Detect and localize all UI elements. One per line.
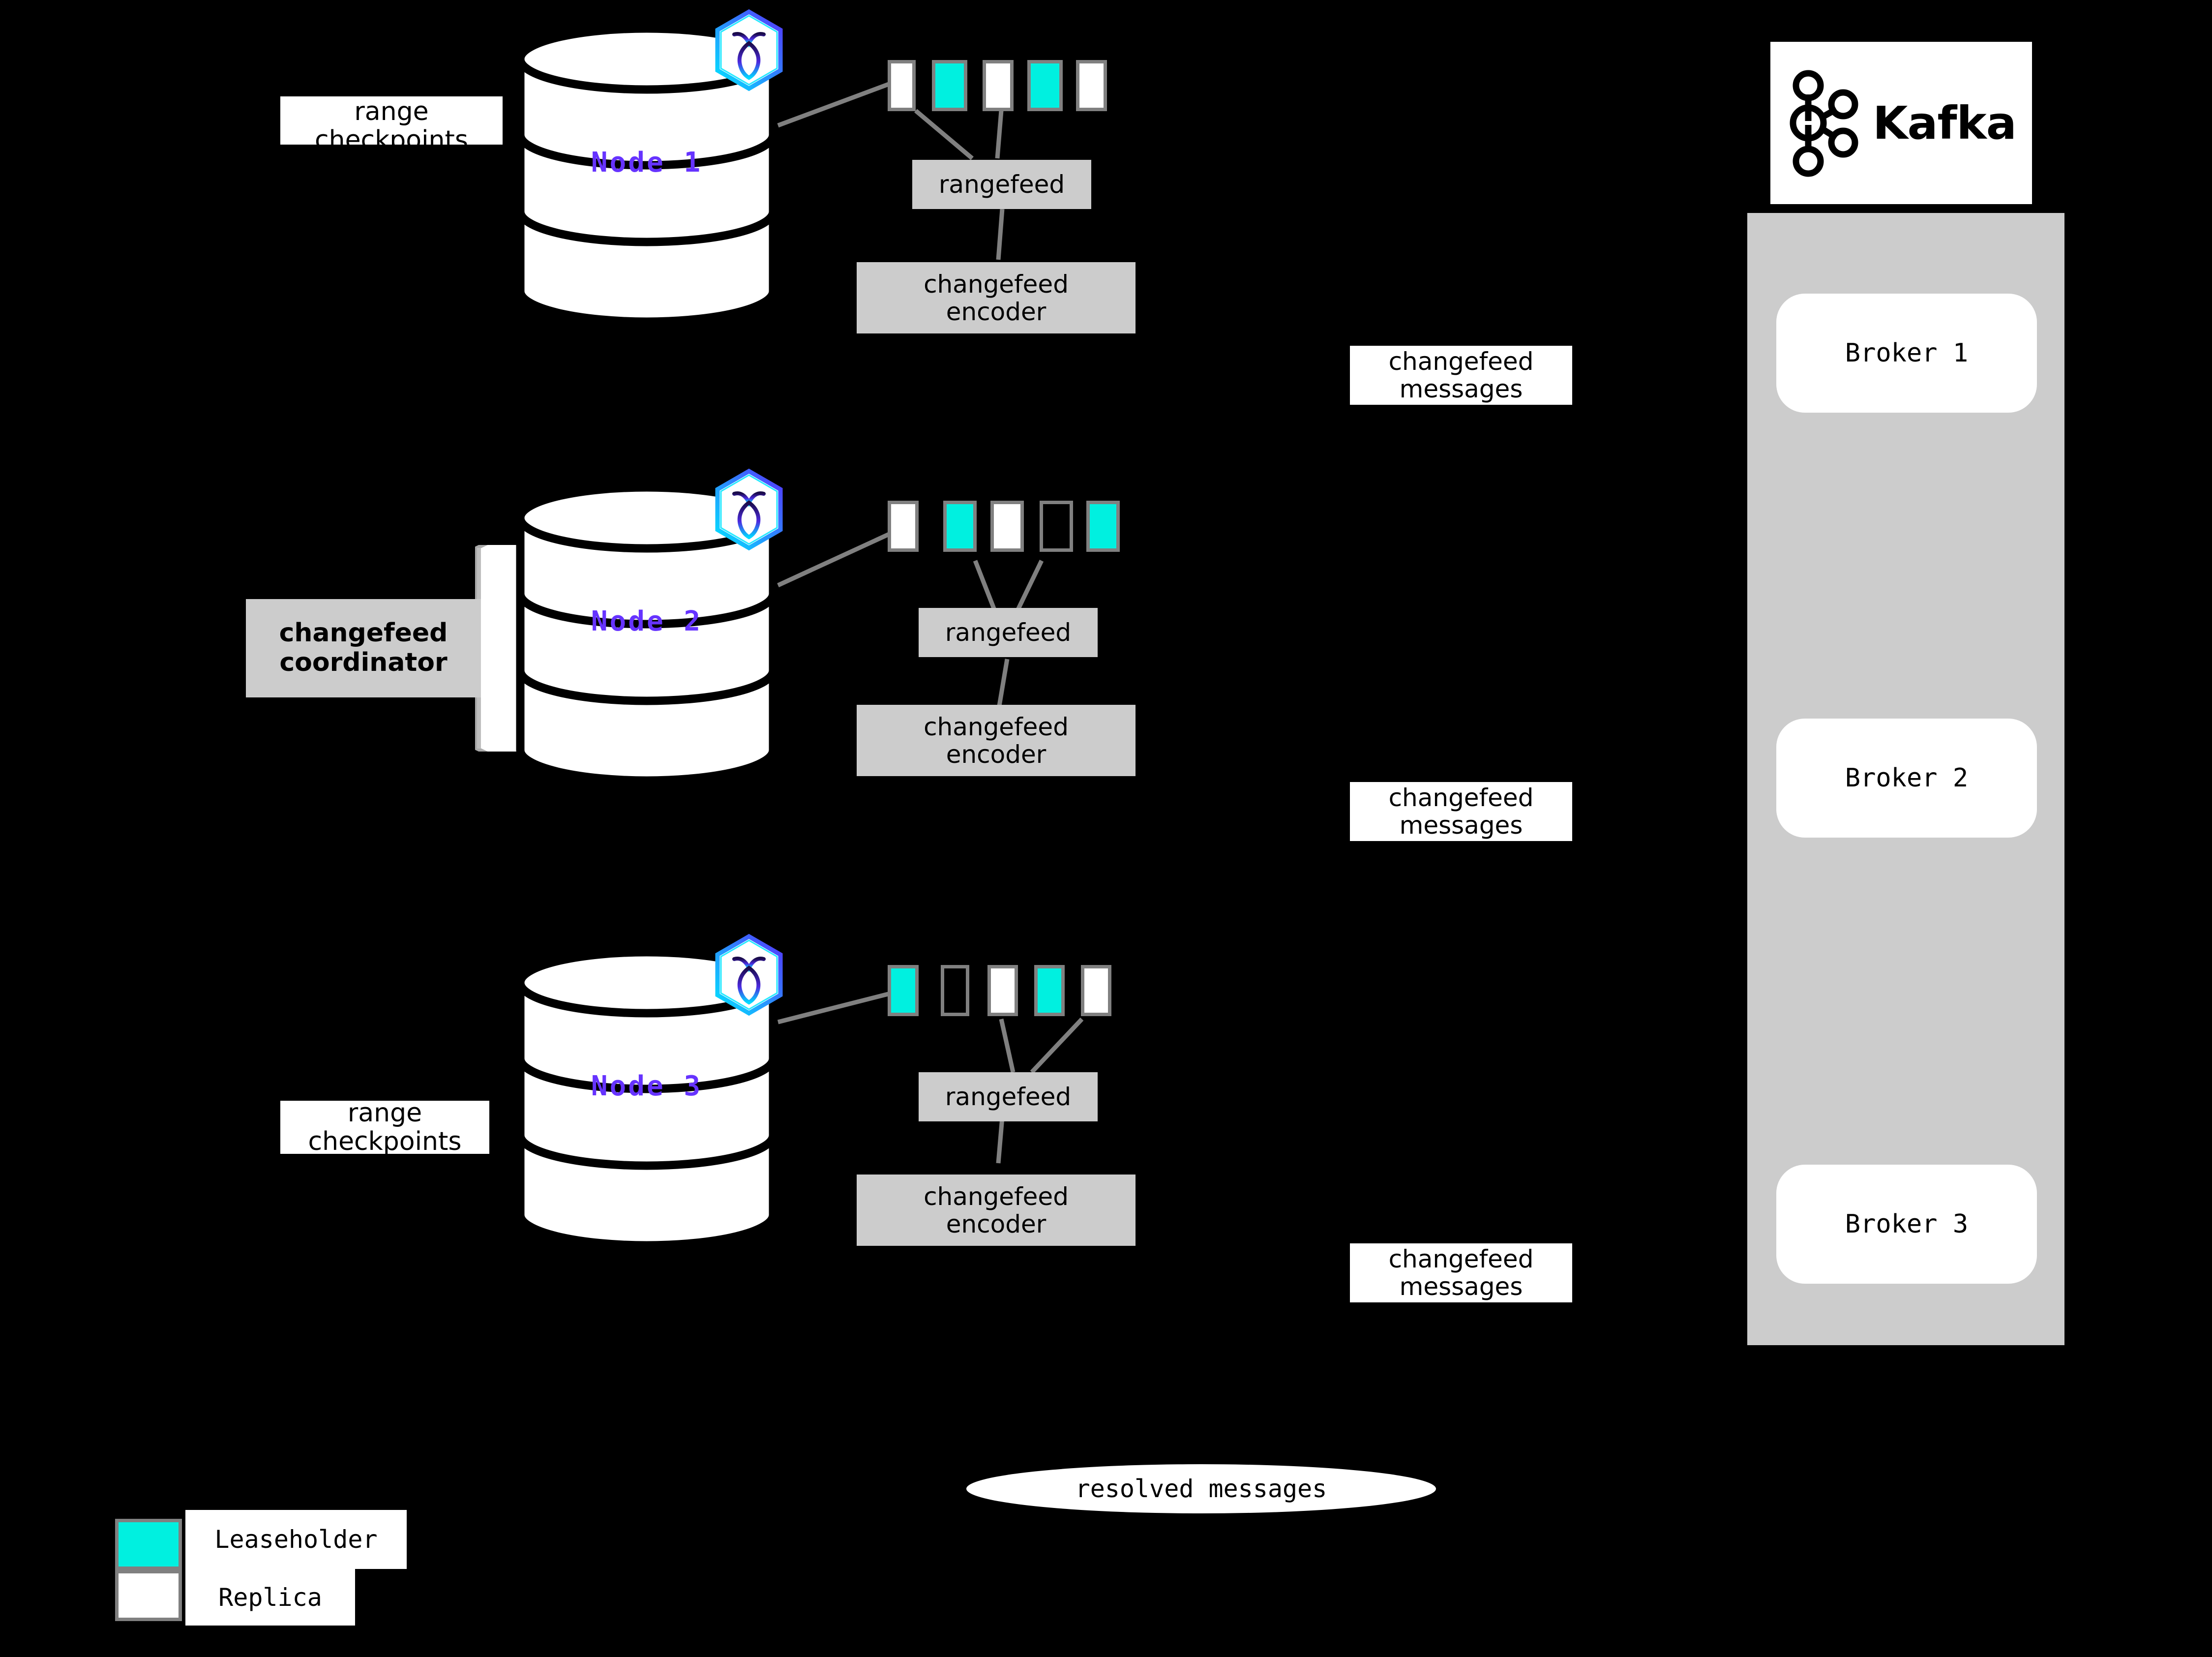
range-box-node1-4[interactable] (1027, 60, 1063, 111)
changefeed-messages-text: changefeed messages (1388, 783, 1534, 840)
range-box-node2-3[interactable] (990, 501, 1024, 552)
changefeed-coordinator[interactable]: changefeed coordinator (246, 545, 524, 752)
changefeed-encoder-label: changefeed encoder (924, 712, 1069, 769)
node-label-3: Node 3 (591, 1070, 703, 1102)
changefeed-encoder-label: changefeed encoder (924, 1182, 1069, 1238)
rangefeed-label: rangefeed (945, 618, 1072, 647)
rangefeed-box-node-3[interactable]: rangefeed (919, 1072, 1098, 1121)
changefeed-messages-text: changefeed messages (1388, 1245, 1534, 1301)
node-label-1: Node 1 (591, 147, 703, 179)
range-box-node1-3[interactable] (983, 60, 1014, 111)
changefeed-messages-label-2: changefeed messages (1350, 782, 1572, 841)
legend-swatch-replica (115, 1570, 182, 1621)
rangefeed-label: rangefeed (938, 170, 1065, 199)
range-box-node1-5[interactable] (1076, 60, 1107, 111)
kafka-broker-label: Broker 2 (1845, 763, 1969, 793)
kafka-wordmark: Kafka (1873, 96, 2017, 150)
range-checkpoints-label-node-1: range checkpoints (280, 96, 503, 154)
range-checkpoints-text: range checkpoints (308, 1098, 462, 1156)
cockroachdb-logo-icon-3 (712, 934, 786, 1016)
legend-leaseholder-text: Leaseholder (214, 1525, 378, 1554)
kafka-broker-3[interactable]: Broker 3 (1776, 1165, 2037, 1284)
changefeed-encoder-box-node-2[interactable]: changefeed encoder (857, 705, 1136, 776)
rangefeed-label: rangefeed (945, 1083, 1072, 1111)
kafka-node-graph-icon (1790, 70, 1858, 177)
range-box-node1-2[interactable] (932, 60, 967, 111)
range-box-node2-5[interactable] (1086, 501, 1120, 552)
changefeed-messages-label-1: changefeed messages (1350, 346, 1572, 405)
legend-label-leaseholder: Leaseholder (185, 1510, 407, 1569)
range-checkpoints-label-node-3: range checkpoints (280, 1098, 489, 1156)
kafka-broker-2[interactable]: Broker 2 (1776, 719, 2037, 838)
rangefeed-box-node-1[interactable]: rangefeed (912, 160, 1091, 209)
node-cylinder-2: Node 2 (515, 484, 778, 784)
range-box-node2-1[interactable] (888, 501, 919, 552)
kafka-broker-label: Broker 1 (1845, 338, 1969, 368)
resolved-messages-label: resolved messages (1075, 1475, 1327, 1503)
changefeed-messages-label-3: changefeed messages (1350, 1243, 1572, 1302)
range-box-node1-1[interactable] (888, 60, 916, 111)
node-label-2: Node 2 (591, 605, 703, 637)
rangefeed-box-node-2[interactable]: rangefeed (919, 608, 1098, 657)
range-checkpoints-text: range checkpoints (315, 97, 468, 155)
legend-replica-text: Replica (218, 1583, 322, 1612)
cockroachdb-logo-icon-2 (712, 468, 786, 551)
node-cylinder-3: Node 3 (515, 949, 778, 1249)
range-box-node3-5[interactable] (1081, 965, 1111, 1016)
range-box-node3-4[interactable] (1034, 965, 1065, 1016)
range-box-node3-1[interactable] (888, 965, 919, 1016)
kafka-logo-box: Kafka (1770, 42, 2032, 204)
node-cylinder-1: Node 1 (515, 26, 778, 326)
kafka-broker-1[interactable]: Broker 1 (1776, 294, 2037, 413)
changefeed-coordinator-body: changefeed coordinator (246, 599, 481, 697)
legend-swatch-leaseholder (115, 1519, 182, 1570)
range-box-node2-2[interactable] (943, 501, 977, 552)
range-box-node3-3[interactable] (987, 965, 1018, 1016)
changefeed-encoder-box-node-1[interactable]: changefeed encoder (857, 262, 1136, 333)
resolved-messages-pill: resolved messages (966, 1464, 1436, 1513)
range-box-node2-4[interactable] (1040, 501, 1073, 552)
legend-label-replica: Replica (185, 1569, 355, 1626)
changefeed-encoder-box-node-3[interactable]: changefeed encoder (857, 1175, 1136, 1246)
changefeed-encoder-label: changefeed encoder (924, 270, 1069, 326)
range-box-node3-2[interactable] (941, 965, 969, 1016)
kafka-broker-label: Broker 3 (1845, 1209, 1969, 1239)
changefeed-coordinator-label: changefeed coordinator (279, 618, 448, 677)
cockroachdb-logo-icon-1 (712, 9, 786, 91)
changefeed-messages-text: changefeed messages (1388, 347, 1534, 403)
